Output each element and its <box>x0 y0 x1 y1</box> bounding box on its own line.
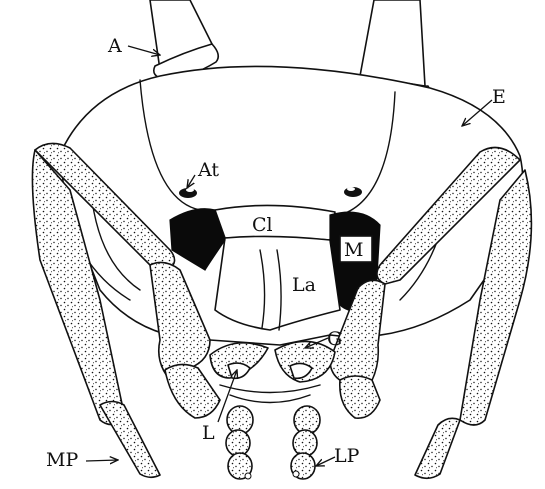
clypeus <box>215 205 335 240</box>
label-labrum: La <box>292 274 316 296</box>
label-eye: E <box>492 86 506 108</box>
maxillary-palp-pointer <box>86 460 118 461</box>
label-antennal-tubercle: At <box>197 159 219 181</box>
label-antenna: A <box>107 35 122 57</box>
labial-palp-right <box>291 406 320 479</box>
antennal-tubercle-left <box>179 188 197 198</box>
labial-palp-left <box>226 406 253 479</box>
label-mandible: M <box>344 239 363 261</box>
label-clypeus: Cl <box>252 214 273 236</box>
label-galea: G <box>327 328 342 350</box>
lacinia <box>220 363 320 402</box>
antennal-tubercle-right <box>344 187 362 197</box>
label-maxillary-palp: MP <box>46 449 78 471</box>
labial-palp-pointer <box>316 457 335 466</box>
label-lacinia: L <box>202 422 215 444</box>
antenna-pointer <box>128 46 160 55</box>
label-labial-palp: LP <box>334 445 360 467</box>
